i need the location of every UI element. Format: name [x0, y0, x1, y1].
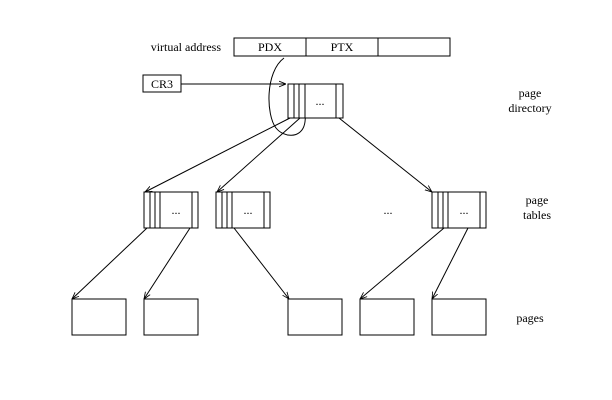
table1-to-page2-arrow [144, 227, 191, 299]
page-table-1-entries: ... [172, 203, 181, 217]
ptx-field-label: PTX [331, 40, 354, 54]
page-tables-label-line2: tables [523, 208, 551, 222]
page-2 [143, 298, 199, 336]
page-tables-ellipsis: ... [384, 203, 393, 217]
page-directory-label-line2: directory [508, 101, 551, 115]
page-5 [431, 298, 487, 336]
page-directory-entries: ... [316, 94, 325, 108]
page-table-1: ... [143, 191, 199, 229]
page-directory-label-line1: page [519, 86, 542, 100]
virtual-address-label: virtual address [151, 40, 222, 54]
page-tables-label-line1: page [526, 193, 549, 207]
page-table-3: ... [431, 191, 487, 229]
page-table-2: ... [215, 191, 271, 229]
directory-to-table2-arrow [217, 117, 301, 192]
page-1 [71, 298, 127, 336]
table3-to-page4-arrow [360, 227, 445, 299]
pdx-field-label: PDX [258, 40, 282, 54]
offset-field [377, 37, 451, 57]
table2-to-page3-arrow [233, 227, 289, 299]
page-3 [287, 298, 343, 336]
directory-to-table3-arrow [338, 117, 432, 192]
table3-to-page5-arrow [432, 227, 469, 299]
virtual-address-register: PDX PTX [233, 37, 451, 57]
directory-to-table1-arrow [145, 117, 291, 192]
table1-to-page1-arrow [72, 227, 148, 299]
page-directory-table: ... [287, 83, 344, 119]
pages-label: pages [516, 311, 544, 325]
page-table-3-entries: ... [460, 203, 469, 217]
page-4 [359, 298, 415, 336]
page-table-2-entries: ... [244, 203, 253, 217]
cr3-label: CR3 [151, 77, 173, 91]
